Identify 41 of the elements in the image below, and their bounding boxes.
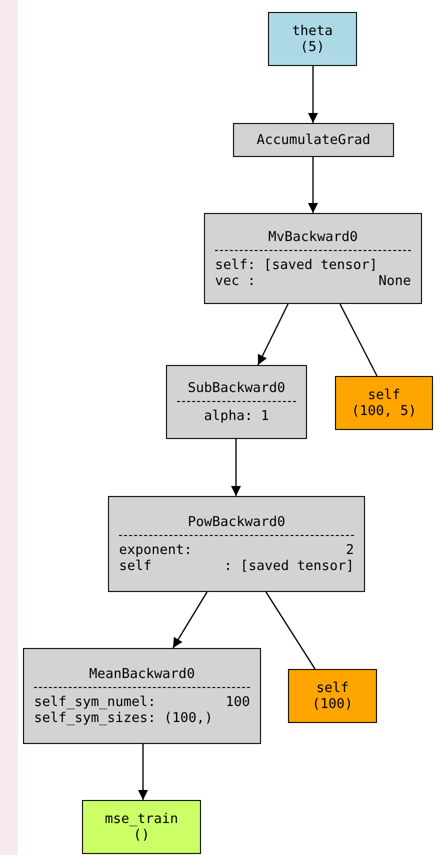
node-title: AccumulateGrad: [256, 132, 370, 148]
graph-node-box: [108, 496, 365, 592]
node-attribute: (5): [300, 39, 325, 55]
node-attribute: (100, 5): [351, 403, 417, 419]
node-title: self: [368, 387, 400, 403]
node-attribute: exponent:: [119, 542, 192, 558]
node-attribute: alpha: 1: [204, 408, 270, 424]
arrow: [231, 439, 241, 496]
node-attribute: vec :: [215, 272, 256, 288]
node-title: MeanBackward0: [89, 666, 195, 682]
node-title: MvBackward0: [268, 228, 358, 244]
connector-line: [265, 592, 316, 670]
node-attribute: self_sym_sizes: (100,): [34, 710, 213, 726]
graph-node-box: [233, 123, 394, 157]
node-attribute: 100: [226, 694, 250, 710]
node-title: mse_train: [104, 811, 178, 827]
node-attribute: self_sym_numel:: [34, 694, 156, 710]
arrow: [308, 157, 318, 213]
graph-node-box: [288, 669, 377, 723]
arrow: [308, 66, 318, 123]
node-attribute: (): [133, 827, 150, 843]
connector-line: [339, 304, 378, 376]
node-attribute: : [saved tensor]: [224, 558, 354, 574]
graph-node-box: [82, 800, 201, 854]
node-attribute: self: [119, 558, 152, 574]
node-attribute: (100): [312, 696, 353, 712]
node-title: theta: [292, 23, 333, 39]
arrow: [257, 304, 289, 366]
node-attribute: 2: [346, 542, 354, 558]
graph-node-box: [335, 376, 433, 430]
graph-node-box: [23, 648, 261, 744]
arrow: [138, 744, 148, 800]
node-title: SubBackward0: [188, 380, 286, 396]
graph-node-box: [268, 12, 357, 66]
node-title: self: [316, 680, 349, 696]
node-title: PowBackward0: [188, 514, 286, 530]
node-attribute: self: [saved tensor]: [215, 256, 378, 272]
graph-node-box: [166, 365, 307, 439]
node-attribute: None: [378, 272, 411, 288]
arrow: [172, 592, 208, 648]
graph-node-box: [204, 213, 422, 304]
